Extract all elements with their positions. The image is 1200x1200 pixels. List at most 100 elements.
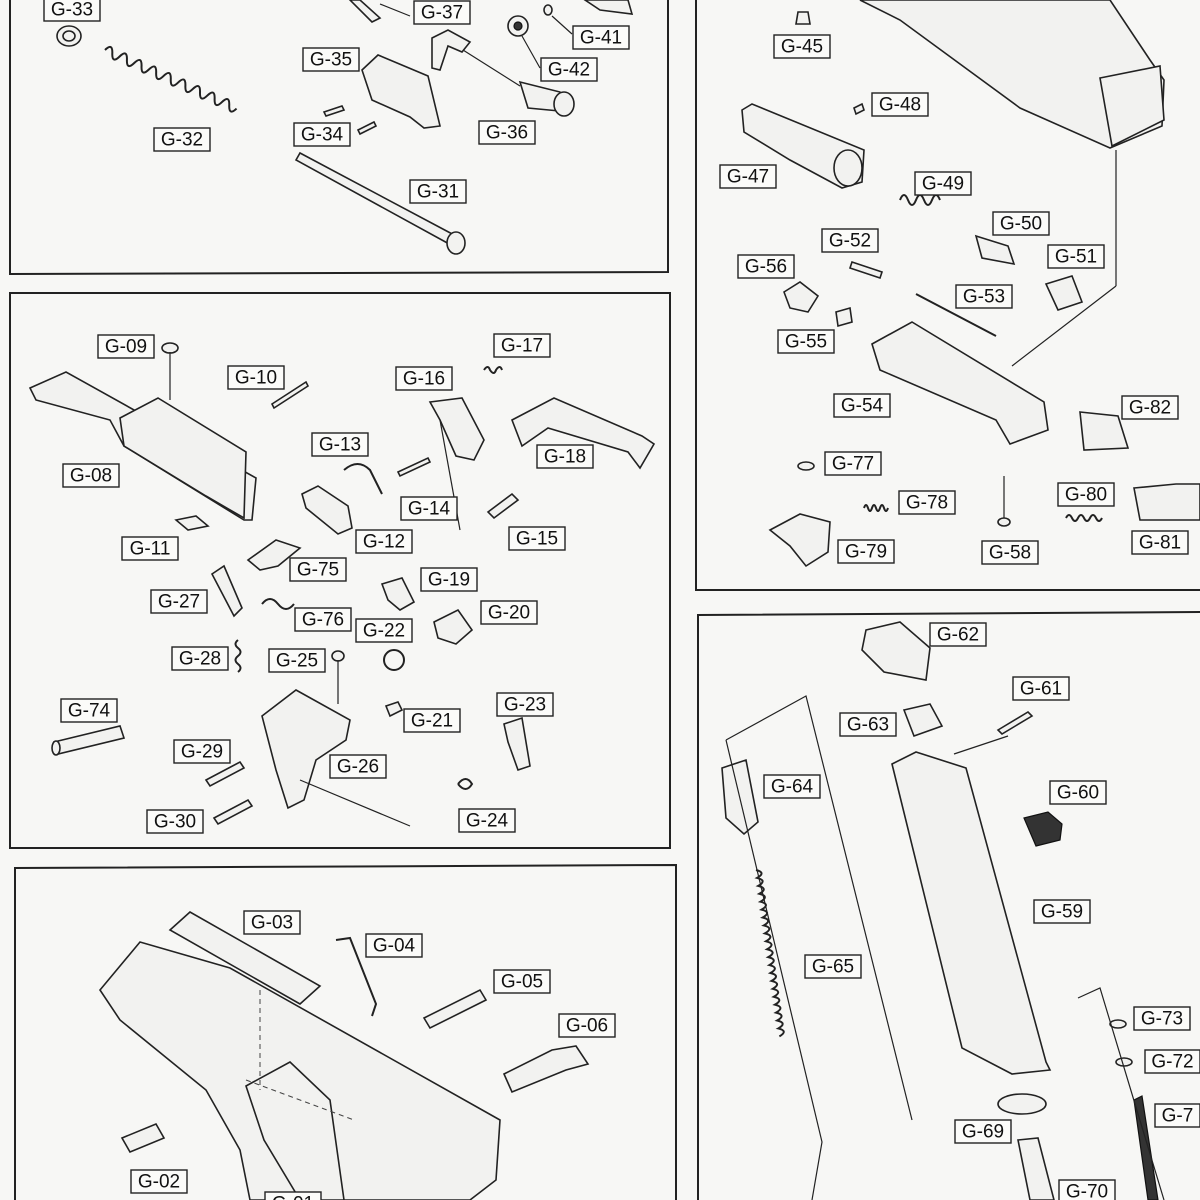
pin-g52 [848, 260, 884, 280]
block-g23 [503, 716, 531, 772]
spring-g24 [457, 778, 474, 790]
follower-g62 [861, 621, 931, 681]
label-text: G-70 [1066, 1182, 1108, 1200]
label-g-19: G-19 [420, 567, 478, 592]
label-text: G-60 [1057, 783, 1099, 804]
wire-spring-g04 [335, 936, 378, 1017]
label-frame [719, 164, 777, 189]
slide-rear [1099, 65, 1165, 148]
label-text: G-35 [310, 50, 352, 71]
label-g-03: G-03 [243, 910, 301, 935]
label-text: G-31 [417, 182, 459, 203]
label-g-18: G-18 [536, 444, 594, 469]
recoil-spring [104, 45, 238, 113]
label-g-27: G-27 [150, 589, 208, 614]
label-frame [871, 92, 929, 117]
rail-block [119, 397, 247, 520]
label-text: G-17 [501, 336, 543, 357]
label-g-20: G-20 [480, 600, 538, 625]
label-frame [992, 211, 1050, 236]
disc-g79 [768, 513, 831, 568]
label-g-14: G-14 [400, 496, 458, 521]
label-text: G-19 [428, 570, 470, 591]
label-frame [1057, 482, 1115, 507]
label-frame [493, 969, 551, 994]
label-g-64: G-64 [763, 774, 821, 799]
label-frame [480, 600, 538, 625]
leader-g26-g24 [299, 779, 411, 827]
label-frame [365, 933, 423, 958]
label-g-47: G-47 [719, 164, 777, 189]
label-frame [1049, 780, 1107, 805]
leader-mag-spring [725, 739, 823, 1200]
panel-trigger-group [9, 292, 671, 849]
label-g-31: G-31 [409, 179, 467, 204]
trigger-safety-g75 [246, 539, 302, 571]
label-frame [1047, 244, 1105, 269]
recoil-parts [56, 0, 634, 255]
label-frame [403, 708, 461, 733]
label-text: G-55 [785, 332, 827, 353]
label-g-34: G-34 [293, 122, 351, 147]
label-g-72: G-72 [1144, 1049, 1200, 1074]
label-text: G-53 [963, 287, 1005, 308]
label-g-12: G-12 [355, 529, 413, 554]
label-text: G-7 [1162, 1106, 1194, 1127]
label-g-23: G-23 [496, 692, 554, 717]
label-g-45: G-45 [773, 34, 831, 59]
label-text: G-41 [580, 28, 622, 49]
label-text: G-14 [408, 499, 451, 520]
label-frame [572, 25, 630, 50]
label-text: G-58 [989, 543, 1031, 564]
label-text: G-18 [544, 447, 586, 468]
label-g-79: G-79 [837, 539, 895, 564]
spring-g53 [915, 293, 997, 337]
label-frame [824, 451, 882, 476]
label-g-21: G-21 [403, 708, 461, 733]
label-frame [264, 1191, 322, 1200]
label-g-56: G-56 [737, 254, 795, 279]
label-frame [837, 539, 895, 564]
label-text: G-72 [1151, 1052, 1193, 1073]
label-text: G-47 [727, 167, 769, 188]
slide-lock-lever [301, 485, 353, 535]
label-frame [150, 589, 208, 614]
leader-g61 [953, 735, 1009, 755]
tube-g74 [52, 725, 126, 755]
label-g-62: G-62 [929, 622, 987, 647]
label-text: G-79 [845, 542, 887, 563]
label-frame [833, 393, 891, 418]
label-text: G-34 [301, 125, 344, 146]
label-text: G-15 [516, 529, 558, 550]
label-text: G-10 [235, 368, 277, 389]
label-g-13: G-13 [311, 432, 369, 457]
label-frame [955, 284, 1013, 309]
knurled-nut-hole [513, 21, 523, 31]
label-text: G-65 [812, 957, 854, 978]
panel-magazine [697, 611, 1200, 1200]
label-g-06: G-06 [558, 1013, 616, 1038]
guide-rod-cap-hole [62, 30, 76, 42]
label-g-78: G-78 [898, 490, 956, 515]
buffer-cylinder-end [553, 91, 575, 117]
leader-g37 [379, 3, 411, 17]
label-frame [121, 536, 179, 561]
block-g02 [120, 1122, 166, 1154]
label-frame [60, 698, 118, 723]
label-g-59: G-59 [1033, 899, 1091, 924]
label-g-54: G-54 [833, 393, 891, 418]
label-text: G-54 [841, 396, 884, 417]
top-right-fragment [583, 0, 634, 15]
oring-g69 [997, 1093, 1047, 1115]
label-g-50: G-50 [992, 211, 1050, 236]
label-text: G-30 [154, 812, 196, 833]
label-frame [914, 171, 972, 196]
block-g54 [871, 321, 1049, 445]
label-text: G-59 [1041, 902, 1083, 923]
label-text: G-42 [548, 60, 590, 81]
label-g-28: G-28 [171, 646, 229, 671]
label-g-01: G-01 [264, 1191, 322, 1200]
sear-g19 [380, 577, 416, 611]
label-text: G-81 [1139, 533, 1181, 554]
trigger-bar-lever [428, 397, 485, 461]
